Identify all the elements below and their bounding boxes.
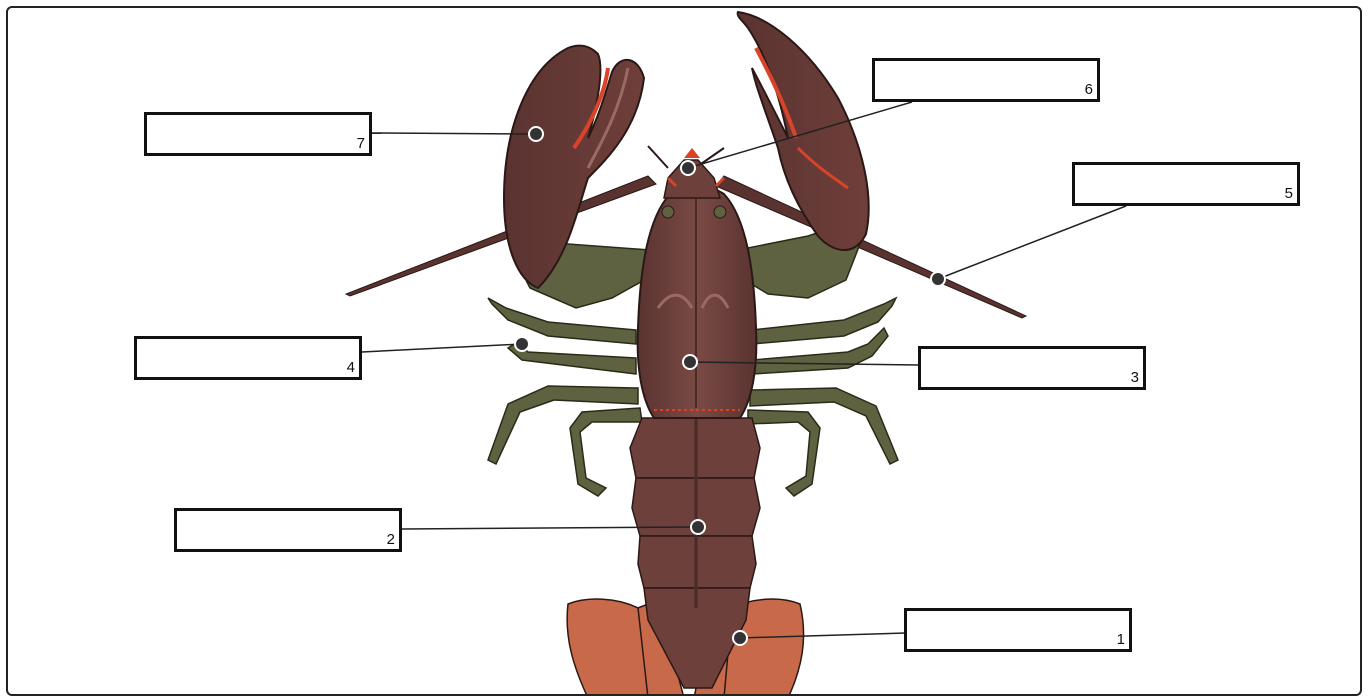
label-number-7: 7	[357, 135, 365, 152]
label-number-4: 4	[347, 359, 355, 376]
label-box-4[interactable]: 4	[134, 336, 362, 380]
marker-4	[515, 337, 529, 351]
label-number-5: 5	[1285, 185, 1293, 202]
marker-7	[529, 127, 543, 141]
label-box-2[interactable]: 2	[174, 508, 402, 552]
label-number-2: 2	[387, 531, 395, 548]
label-box-3[interactable]: 3	[918, 346, 1146, 390]
label-number-6: 6	[1085, 81, 1093, 98]
marker-2	[691, 520, 705, 534]
leader-line-4	[362, 344, 522, 352]
label-number-1: 1	[1117, 631, 1125, 648]
marker-3	[683, 355, 697, 369]
label-box-1[interactable]: 1	[904, 608, 1132, 652]
marker-1	[733, 631, 747, 645]
label-number-3: 3	[1131, 369, 1139, 386]
leader-line-5	[938, 206, 1126, 279]
carapace	[638, 187, 757, 419]
label-box-6[interactable]: 6	[872, 58, 1100, 102]
label-box-7[interactable]: 7	[144, 112, 372, 156]
marker-5	[931, 272, 945, 286]
marker-6	[681, 161, 695, 175]
right-claw	[738, 12, 869, 250]
diagram-frame: 1 2 3 4 5 6 7	[6, 6, 1362, 696]
leader-line-7	[372, 133, 536, 134]
label-box-5[interactable]: 5	[1072, 162, 1300, 206]
